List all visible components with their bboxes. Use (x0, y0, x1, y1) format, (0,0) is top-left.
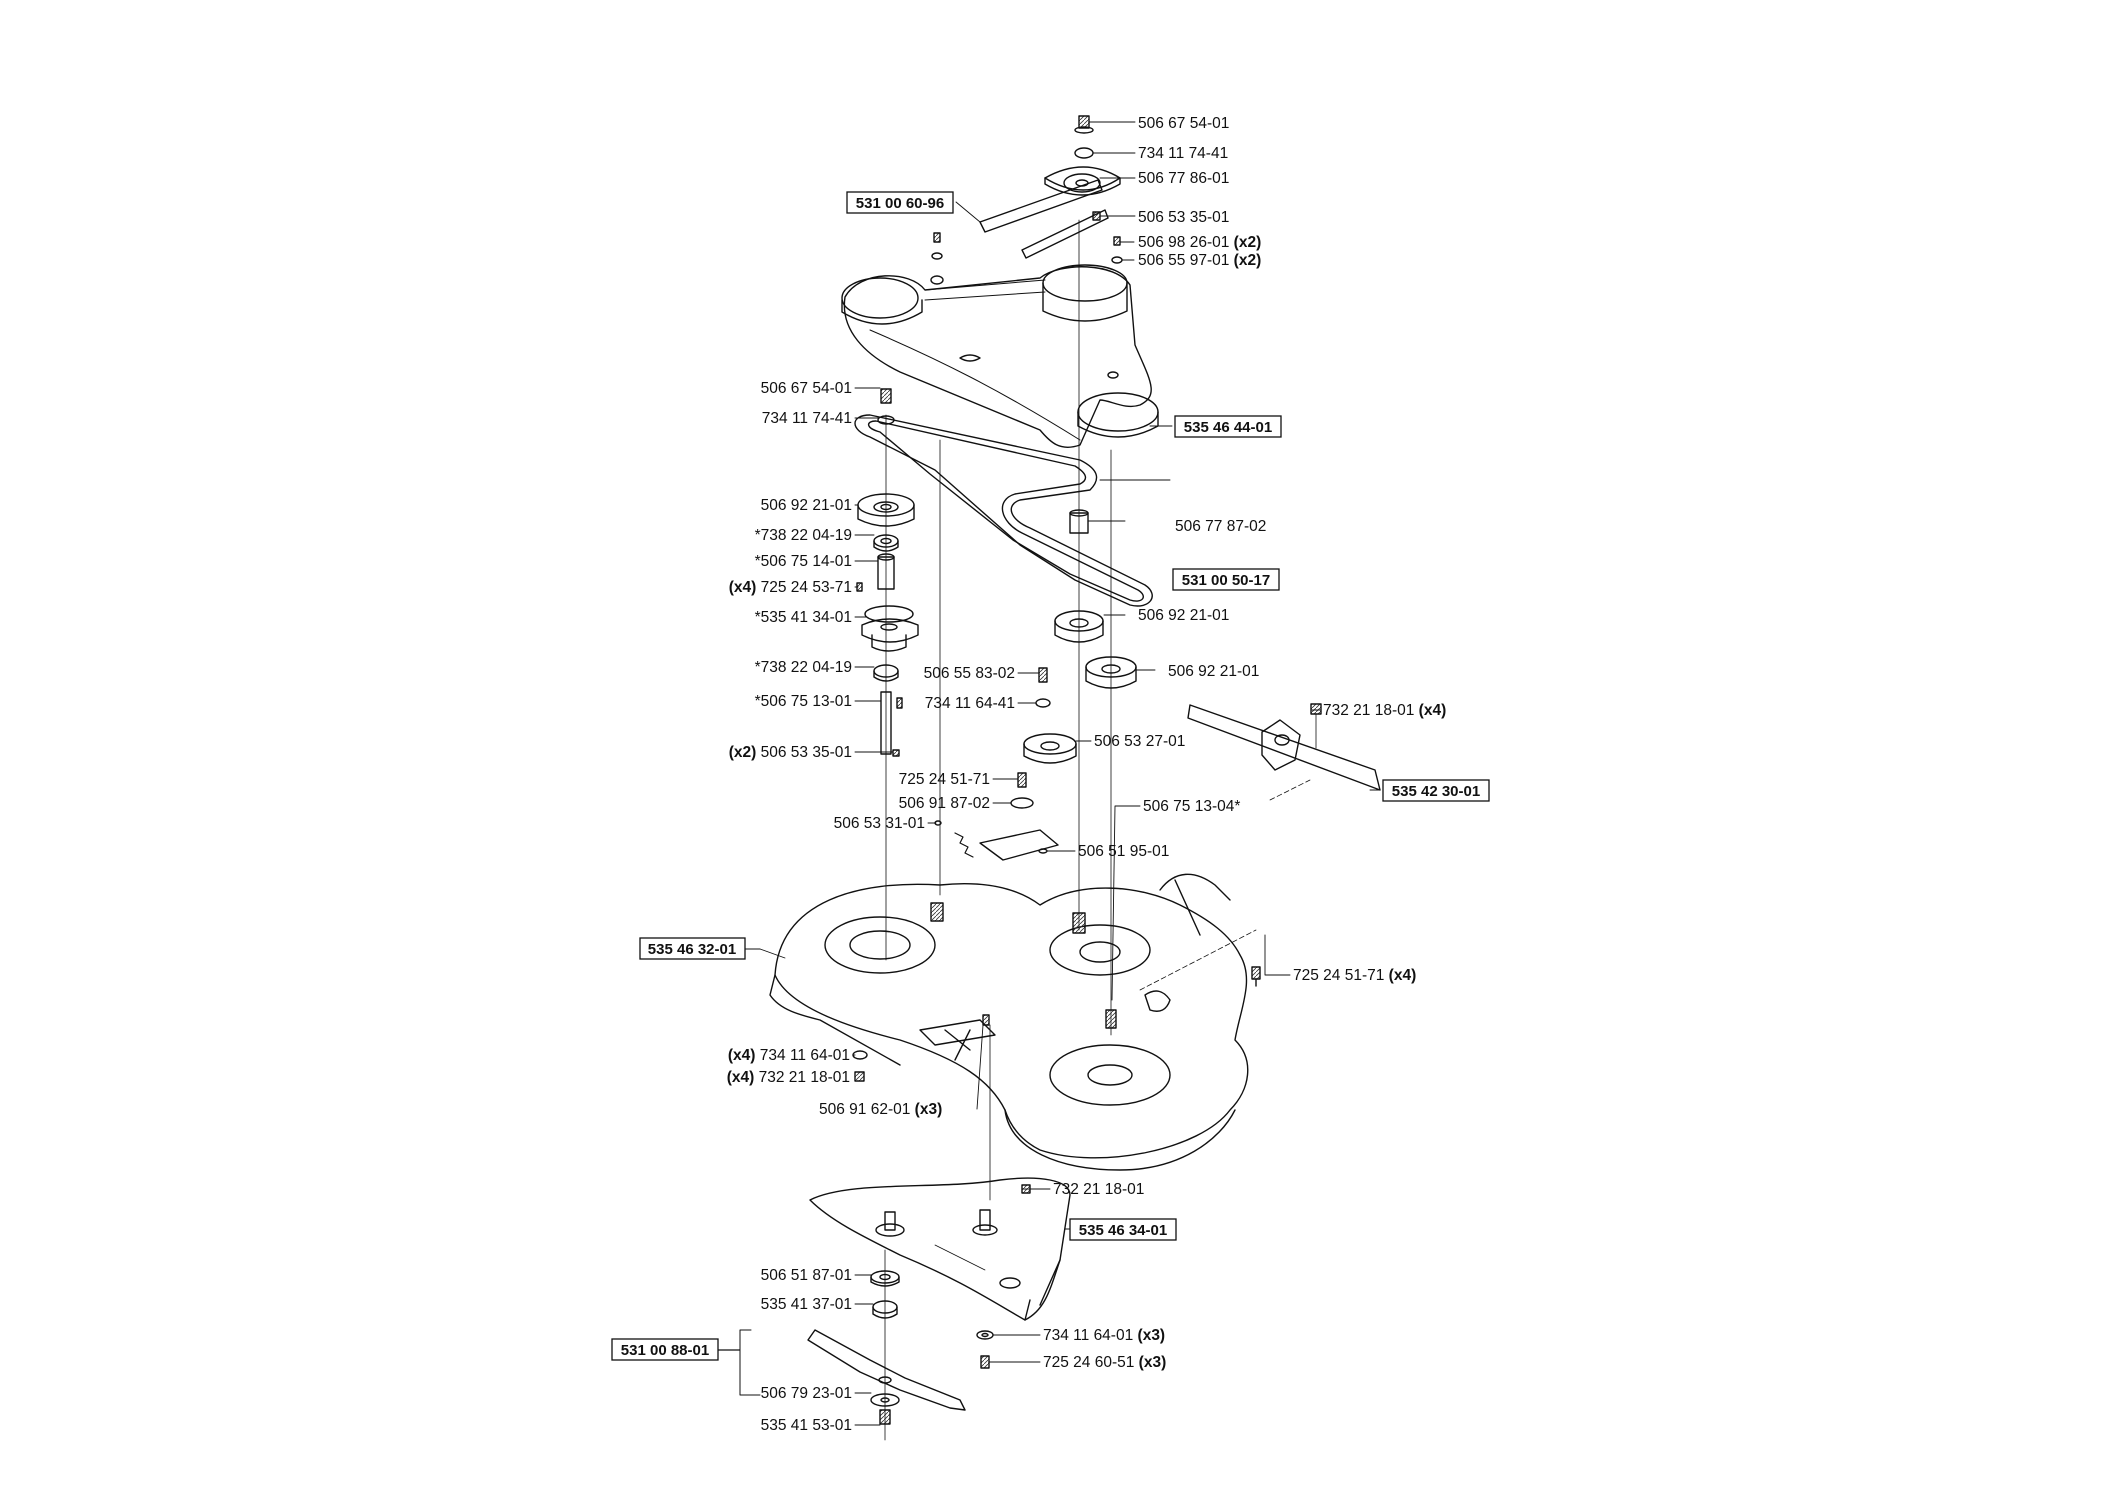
callout-506-77-86-01: 506 77 86-01 (1138, 170, 1229, 187)
callout-labels: 506 67 54-01 734 11 74-41 506 77 86-01 5… (727, 115, 1447, 1434)
svg-text:535 42 30-01: 535 42 30-01 (1392, 783, 1480, 800)
callout-506-51-87-01: 506 51 87-01 (761, 1267, 852, 1284)
callout-734-11-64-01-x4: (x4) 734 11 64-01 (728, 1047, 850, 1064)
callout-506-91-62-01: 506 91 62-01 (x3) (819, 1101, 942, 1118)
callout-506-55-83-02: 506 55 83-02 (924, 665, 1015, 682)
callout-734-11-64-41: 734 11 64-41 (925, 695, 1015, 712)
callout-506-98-26-01: 506 98 26-01 (x2) (1138, 234, 1261, 251)
svg-text:535 46 32-01: 535 46 32-01 (648, 941, 736, 958)
callout-506-55-97-01: 506 55 97-01 (x2) (1138, 252, 1261, 269)
callout-506-92-21-01-right: 506 92 21-01 (1168, 663, 1259, 680)
main-belt (854, 414, 1153, 607)
callout-535-41-34-01: *535 41 34-01 (755, 609, 852, 626)
callout-506-53-35-01-left: (x2) 506 53 35-01 (729, 744, 852, 761)
callout-506-53-27-01: 506 53 27-01 (1094, 733, 1185, 750)
callout-506-67-54-01-top: 506 67 54-01 (1138, 115, 1229, 132)
svg-text:531 00 50-17: 531 00 50-17 (1182, 572, 1270, 589)
svg-text:535 46 34-01: 535 46 34-01 (1079, 1222, 1167, 1239)
callout-506-53-31-01: 506 53 31-01 (834, 815, 925, 832)
callout-734-11-74-41-left: 734 11 74-41 (762, 410, 852, 427)
callout-535-41-37-01: 535 41 37-01 (761, 1296, 852, 1313)
callout-734-11-64-01-x3: 734 11 64-01 (x3) (1043, 1327, 1165, 1344)
callout-506-79-23-01: 506 79 23-01 (761, 1385, 852, 1402)
assembly-531-00-60-96: 531 00 60-96 (846, 191, 954, 214)
callout-506-67-54-01-left: 506 67 54-01 (761, 380, 852, 397)
callout-506-77-87-02: 506 77 87-02 (1175, 518, 1266, 535)
left-spindle-stack (856, 388, 919, 961)
assembly-535-46-32-01: 535 46 32-01 (639, 937, 746, 960)
callout-506-92-21-01-left: 506 92 21-01 (761, 497, 852, 514)
callout-506-75-13-01: *506 75 13-01 (755, 693, 852, 710)
svg-text:531 00 60-96: 531 00 60-96 (856, 195, 944, 212)
top-pulley-assembly (979, 115, 1121, 259)
svg-text:531 00 88-01: 531 00 88-01 (621, 1342, 709, 1359)
belt-cover (841, 232, 1159, 448)
callout-732-21-18-01: 732 21 18-01 (1053, 1181, 1144, 1198)
assembly-531-00-50-17: 531 00 50-17 (1172, 568, 1280, 591)
callout-506-53-35-01-top: 506 53 35-01 (1138, 209, 1229, 226)
deck-baffle (809, 1177, 1071, 1321)
lower-right-hardware (976, 1330, 994, 1369)
callout-506-92-21-01-mid: 506 92 21-01 (1138, 607, 1229, 624)
right-pulley-stack (939, 219, 1137, 1036)
assembly-535-46-34-01: 535 46 34-01 (1069, 1218, 1177, 1241)
callout-725-24-53-71: (x4) 725 24 53-71 (729, 579, 852, 596)
callout-506-51-95-01: 506 51 95-01 (1078, 843, 1169, 860)
callout-734-11-74-41-top: 734 11 74-41 (1138, 145, 1228, 162)
assembly-531-00-88-01: 531 00 88-01 (611, 1338, 719, 1361)
assembly-535-46-44-01: 535 46 44-01 (1174, 415, 1282, 438)
deck-side-bolt (1139, 929, 1261, 991)
callout-725-24-51-71: 725 24 51-71 (899, 771, 990, 788)
callout-738-22-04-19-b: *738 22 04-19 (755, 659, 852, 676)
assembly-535-42-30-01: 535 42 30-01 (1382, 779, 1490, 802)
callout-732-21-18-01-x4-right: 732 21 18-01 (x4) (1323, 702, 1446, 719)
callout-725-24-60-51: 725 24 60-51 (x3) (1043, 1354, 1166, 1371)
callout-535-41-53-01: 535 41 53-01 (761, 1417, 852, 1434)
callout-506-75-13-04: 506 75 13-04* (1143, 798, 1240, 815)
callout-506-91-87-02: 506 91 87-02 (899, 795, 990, 812)
blade-stack (739, 1249, 966, 1441)
callout-506-75-14-01: *506 75 14-01 (755, 553, 852, 570)
callout-732-21-18-01-x4-left: (x4) 732 21 18-01 (727, 1069, 850, 1086)
svg-text:535 46 44-01: 535 46 44-01 (1184, 419, 1272, 436)
leader-lines (744, 121, 1381, 1426)
callout-738-22-04-19-a: *738 22 04-19 (755, 527, 852, 544)
callout-725-24-51-71-x4: 725 24 51-71 (x4) (1293, 967, 1416, 984)
assembly-labels: 531 00 60-96 535 46 44-01 531 00 50-17 5… (611, 191, 1490, 1361)
mower-deck (759, 873, 1249, 1171)
